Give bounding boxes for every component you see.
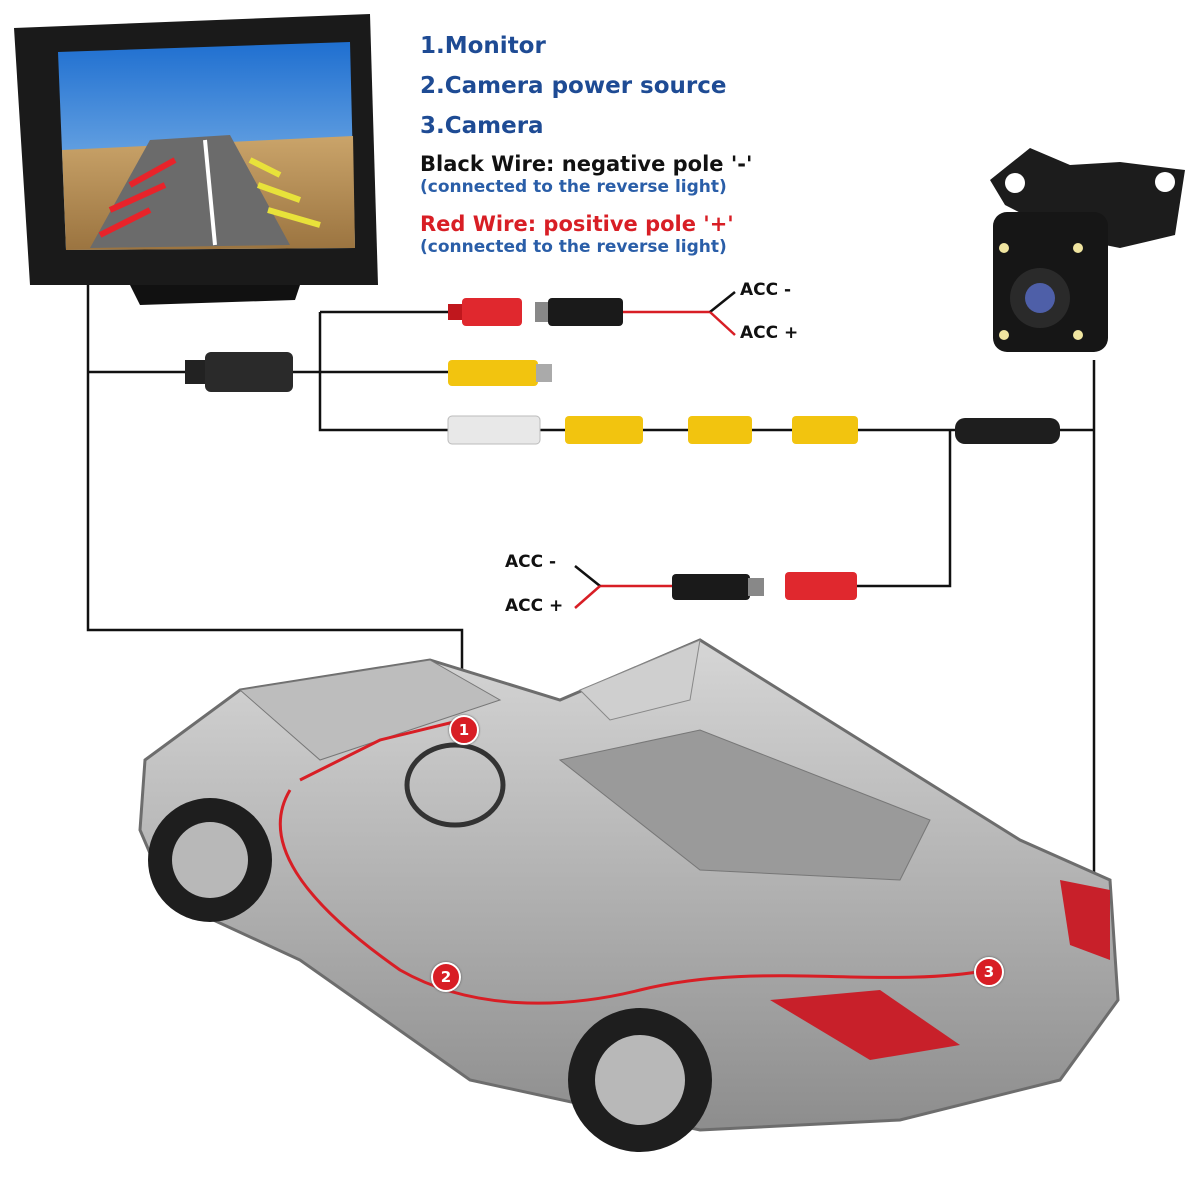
- camera-rca-red: [785, 572, 857, 600]
- car-illustration: [138, 638, 1120, 1152]
- camera-acc-plus: ACC +: [505, 596, 564, 616]
- legend-item-camera: 3.Camera: [420, 113, 544, 139]
- monitor: [14, 14, 378, 305]
- camera-power-split: [574, 565, 675, 609]
- camera-dc-plug-black: [672, 574, 764, 600]
- rca-white: [447, 415, 541, 445]
- usb-connector: [185, 352, 293, 392]
- monitor-power-split: [620, 291, 736, 336]
- marker-camera-power: 2: [431, 962, 461, 992]
- black-wire-note: (connected to the reverse light): [420, 177, 727, 197]
- rca-yellow-extension-1: [565, 416, 643, 444]
- rca-yellow-extension-3: [792, 416, 858, 444]
- rca-red-female: [448, 298, 522, 326]
- red-wire-label: Red Wire: positive pole '+': [420, 212, 734, 236]
- marker-monitor: 1: [449, 715, 479, 745]
- legend-item-camera-power: 2.Camera power source: [420, 73, 727, 99]
- rca-yellow-extension-2: [688, 416, 752, 444]
- camera-acc-minus: ACC -: [505, 552, 557, 572]
- rca-yellow-monitor: [448, 360, 552, 386]
- dc-plug-black: [535, 298, 623, 326]
- legend-item-monitor: 1.Monitor: [420, 33, 546, 59]
- marker-camera: 3: [974, 957, 1004, 987]
- red-wire-note: (connected to the reverse light): [420, 237, 727, 257]
- black-wire-label: Black Wire: negative pole '-': [420, 152, 753, 176]
- monitor-acc-plus: ACC +: [740, 323, 799, 343]
- monitor-acc-minus: ACC -: [740, 280, 792, 300]
- legend: 1.Monitor 2.Camera power source 3.Camera…: [420, 26, 840, 272]
- reverse-camera: [990, 148, 1185, 352]
- cable-junction: [955, 418, 1060, 444]
